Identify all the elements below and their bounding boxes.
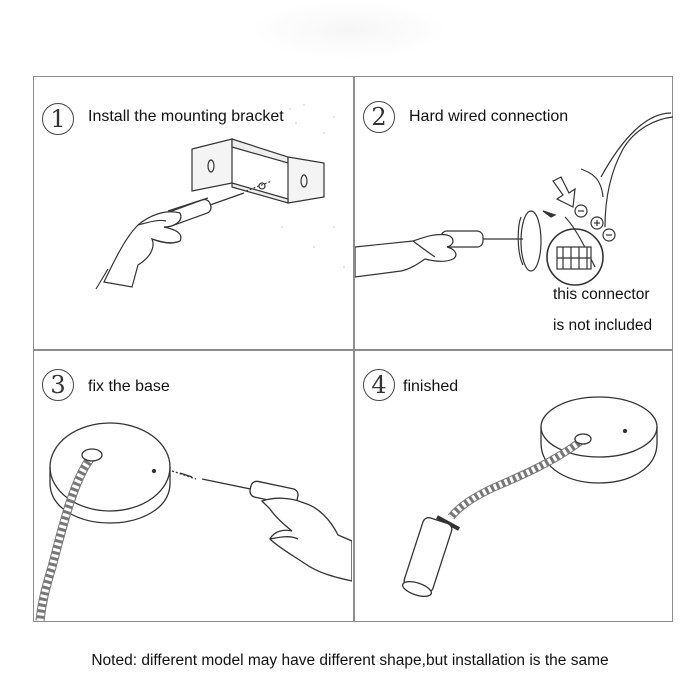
finished-lamp-illustration [401, 396, 658, 598]
top-background-smudge [250, 0, 450, 60]
grid-divider-horizontal [34, 349, 672, 351]
screwdriver-icon-2 [440, 230, 523, 248]
terminal-symbols [574, 204, 616, 242]
drill-dust-specks [281, 104, 345, 268]
step-title-4: finished [403, 378, 459, 395]
instruction-grid: 1 Install the mounting bracket [33, 76, 673, 622]
step-number-2: 2 [363, 101, 395, 133]
step-panel-4: 4 finished [355, 351, 673, 621]
screw-icon-2 [171, 470, 197, 480]
connector-block-icon [546, 228, 604, 286]
spotlight-head-icon [401, 515, 460, 598]
footer-note: Noted: different model may have differen… [91, 652, 609, 669]
connector-note-line2: is not included [553, 317, 653, 334]
ceiling-plate-icon [517, 210, 557, 272]
step-number-4: 4 [363, 369, 395, 401]
arrow-down-icon [552, 176, 576, 208]
connector-note-line1: this connector [553, 286, 650, 303]
hand-icon-2 [355, 233, 457, 278]
step-panel-3: 3 fix the base [34, 351, 352, 621]
step-title-3: fix the base [88, 378, 170, 395]
step-number-3: 3 [42, 369, 74, 401]
mounting-bracket-illustration [95, 104, 345, 290]
screw-icon [245, 180, 273, 192]
bracket-icon [191, 138, 325, 204]
step-panel-2: 2 Hard wired connection [355, 77, 673, 347]
fix-base-illustration [35, 422, 352, 621]
step-number-1: 1 [42, 103, 74, 135]
step-title-2: Hard wired connection [409, 108, 569, 125]
canopy-base-icon [49, 422, 171, 524]
step-panel-1: 1 Install the mounting bracket [34, 77, 352, 347]
cable-wires [564, 112, 673, 268]
step-title-1: Install the mounting bracket [88, 108, 284, 125]
braided-cable-icon [35, 448, 103, 621]
hand-icon [95, 211, 182, 290]
wiring-illustration [355, 112, 673, 286]
canopy-base-icon-2 [540, 396, 658, 484]
hand-icon-3 [260, 497, 352, 582]
braided-cable-icon-2 [447, 433, 592, 520]
